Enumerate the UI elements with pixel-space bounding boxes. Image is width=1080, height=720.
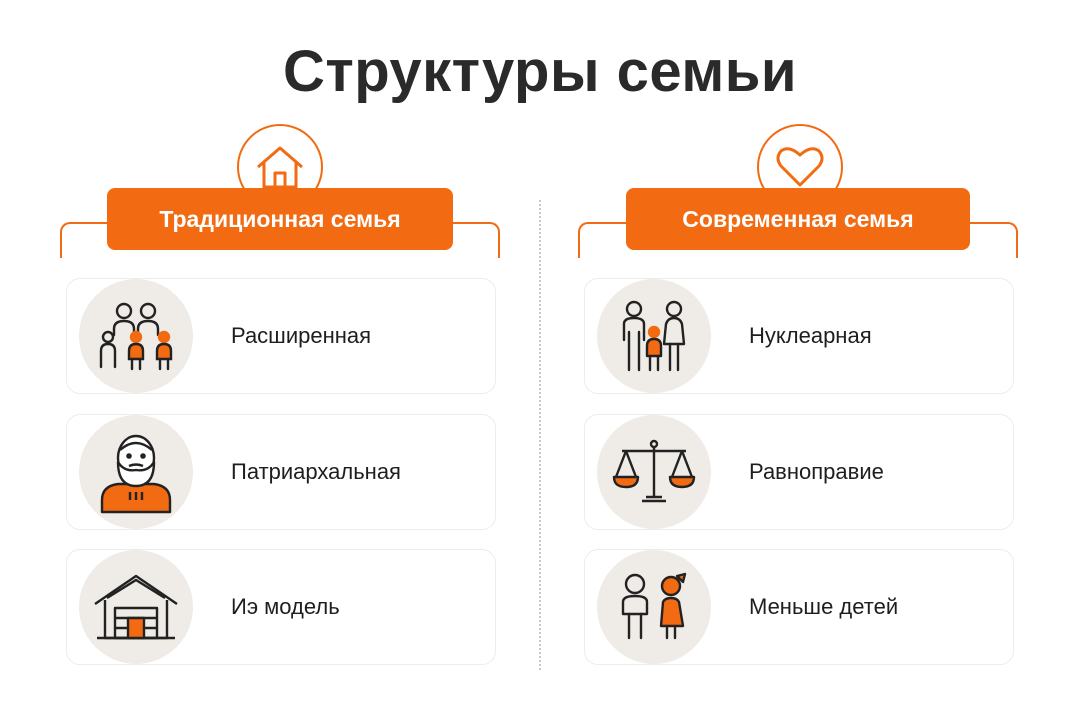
traditional-family-header: Традиционная семья [107,188,453,250]
item-label: Равноправие [749,459,884,484]
list-item-extended: Расширенная [66,278,496,394]
modern-family-column: Современная семья Нуклеарная [578,120,1018,680]
item-label: Патриархальная [231,459,401,484]
nuclear-family-icon [597,279,711,393]
traditional-house-icon [79,550,193,664]
item-label: Нуклеарная [749,323,872,348]
modern-family-header: Современная семья [626,188,970,250]
list-item-nuclear: Нуклеарная [584,278,1014,394]
list-item-fewer-children: Меньше детей [584,549,1014,665]
column-divider [539,200,541,670]
item-label: Иэ модель [231,594,340,619]
list-item-equality: Равноправие [584,414,1014,530]
bearded-elder-icon [79,415,193,529]
extended-family-icon [79,279,193,393]
page-title: Структуры семьи [282,39,798,104]
item-label: Меньше детей [749,594,899,619]
traditional-family-column: Традиционная семья Расширенная [60,120,500,680]
two-children-icon [597,550,711,664]
list-item-ie-model: Иэ модель [66,549,496,665]
item-label: Расширенная [231,323,372,348]
list-item-patriarchal: Патриархальная [66,414,496,530]
balance-scale-icon [597,415,711,529]
